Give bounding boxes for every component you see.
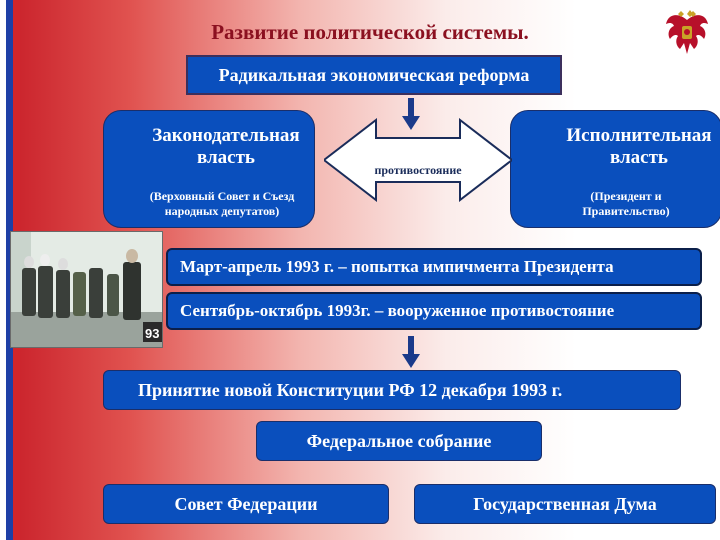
- russian-coat-of-arms-icon: [666, 10, 708, 55]
- photo-caption: 93: [145, 326, 159, 341]
- down-arrow-icon: [402, 98, 420, 130]
- executive-power-title: Исполнительная власть: [566, 125, 712, 168]
- executive-power-box: Исполнительная власть (Президент и Прави…: [510, 110, 720, 228]
- event-armed-confrontation: Сентябрь-октябрь 1993г. – вооруженное пр…: [166, 292, 702, 330]
- federation-council-box: Совет Федерации: [103, 484, 389, 524]
- historical-photo: 93: [10, 231, 163, 348]
- new-constitution-box: Принятие новой Конституции РФ 12 декабря…: [103, 370, 681, 410]
- confrontation-label: противостояние: [374, 163, 462, 177]
- federal-assembly-box: Федеральное собрание: [256, 421, 542, 461]
- double-headed-arrow-icon: [324, 118, 512, 202]
- executive-power-detail: (Президент и Правительство): [582, 189, 670, 218]
- legislative-power-box: Законодательная власть (Верховный Совет …: [103, 110, 315, 228]
- event-impeachment: Март-апрель 1993 г. – попытка импичмента…: [166, 248, 702, 286]
- legislative-power-title: Законодательная власть: [152, 125, 300, 168]
- down-arrow-icon: [402, 336, 420, 368]
- legislative-power-detail: (Верховный Совет и Съезд народных депута…: [149, 189, 295, 218]
- slide-title: Развитие политической системы.: [211, 20, 529, 44]
- flag-stripe-white: [0, 0, 6, 540]
- flag-stripe-blue: [6, 0, 13, 540]
- economic-reform-box: Радикальная экономическая реформа: [186, 55, 562, 95]
- state-duma-box: Государственная Дума: [414, 484, 716, 524]
